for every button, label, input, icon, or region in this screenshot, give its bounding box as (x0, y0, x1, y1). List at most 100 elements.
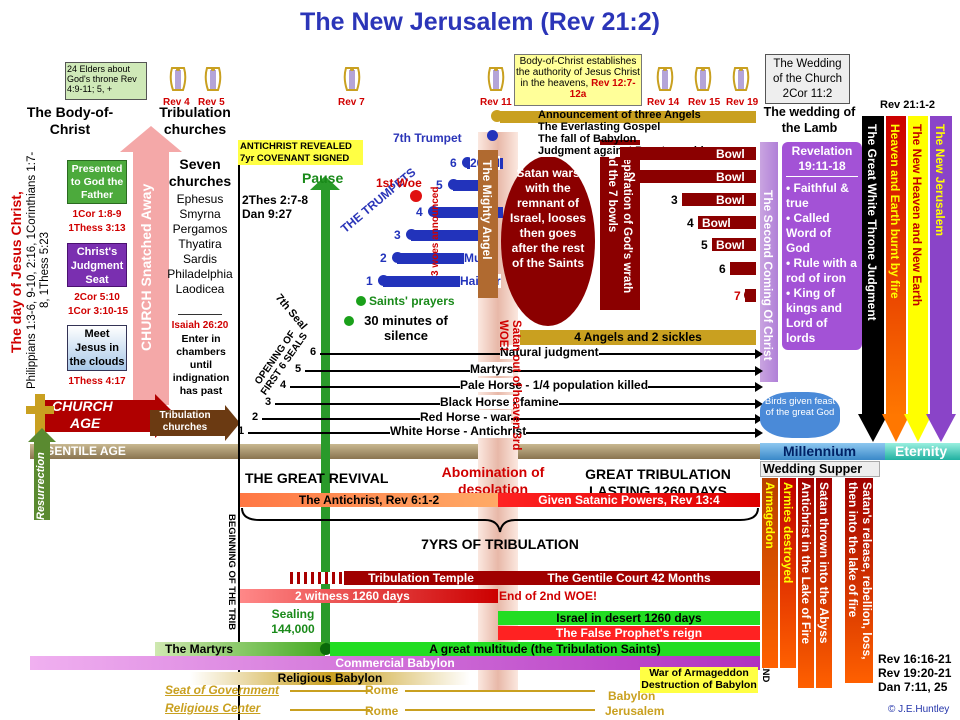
rev15-label: Rev 15 (688, 97, 721, 108)
copyright-label: © J.E.Huntley (888, 704, 950, 715)
new-jerusalem-label: The New Jerusalem (933, 124, 947, 237)
bowl-number: 1 (609, 147, 616, 161)
religious-center-label: Religious Center (165, 701, 261, 715)
seal-number: 1 (238, 425, 245, 437)
elders-box: 24 Elders about God's throne Rev 4:9-11;… (65, 62, 147, 100)
thirty-minutes-label: 30 minutes of silence (364, 313, 448, 343)
day-of-jesus-label: The day of Jesus Christ, (8, 191, 24, 354)
cross-icon (35, 394, 45, 439)
body-authority-ref: Rev 12:7-12a (569, 78, 636, 100)
trumpet-7-dot (487, 130, 498, 141)
heaven-burnt-label: Heaven and Earth burnt by fire (888, 124, 902, 299)
rev14-label: Rev 14 (647, 97, 680, 108)
bowl-bar (698, 216, 756, 229)
seat-gov-label: Seat of Government (165, 683, 280, 697)
new-heaven-column (908, 116, 928, 416)
false-prophet-bar: The False Prophet's reign (498, 626, 760, 640)
revelation-title: Revelation 19:11-18 (786, 144, 858, 177)
destruction-babylon-label: Destruction of Babylon (641, 679, 757, 691)
birds-cloud: Birds given feast of the great God (760, 392, 840, 438)
church-age-arrow (45, 400, 155, 432)
eternity-band (885, 443, 960, 460)
revelation-item-4: • King of kings and Lord of lords (786, 286, 843, 345)
bowl-number: 3 (671, 193, 678, 207)
new-jerusalem-arrowhead (926, 414, 956, 442)
revelation-box: Revelation 19:11-18 • Faithful & true • … (782, 142, 862, 350)
bowl-bar (640, 170, 756, 183)
revelation-item-2: • Called Word of God (786, 211, 832, 255)
dan-ref: Dan 9:27 (242, 207, 293, 221)
trumpet-bar (433, 207, 503, 218)
meet-jesus-box: Meet Jesus in the clouds (67, 325, 127, 371)
body-of-christ-title: The Body-of-Christ (26, 104, 114, 137)
millennium-label: Millennium (783, 443, 857, 459)
trumpet-bar (397, 253, 497, 264)
trumpet-bar (453, 180, 493, 191)
lower-column-label: Antichrist in the Lake of Fire (799, 482, 813, 645)
body-authority-text: Body-of-Christ establishes the authority… (516, 56, 640, 89)
church-snatched-arrowhead (120, 126, 182, 152)
new-heaven-label: The New Heaven and New Earth (910, 124, 924, 307)
trumpet-label: Mu (464, 251, 482, 265)
bowl-number: 6 (719, 262, 726, 276)
religious-babylon-bar: Religious Babylon (190, 672, 470, 685)
trumpet-number: 3 (394, 228, 401, 242)
seal-number: 6 (310, 346, 317, 358)
announcement-1: Announcement of three Angels (538, 109, 701, 121)
revelation-item-1: • Faithful & true (786, 181, 849, 210)
church-name: Laodicea (175, 282, 225, 296)
church-name: Smyrna (179, 207, 221, 221)
second-coming-column (760, 142, 778, 382)
eternity-label: Eternity (895, 443, 948, 459)
pause-arrowhead (310, 176, 340, 190)
church-name: Thyatira (178, 237, 222, 251)
isaiah-ref: Isaiah 26:20 (171, 320, 229, 331)
gentile-court-bar: The Gentile Court 42 Months (498, 571, 760, 585)
lower-column (845, 478, 873, 683)
seven-yrs-brace (241, 507, 759, 533)
rev7-label: Rev 7 (338, 97, 365, 108)
seal-label: Pale Horse - 1/4 population killed (460, 378, 649, 392)
heaven-burnt-column (886, 116, 906, 416)
harp-icon (203, 66, 223, 92)
great-revival-label: THE GREAT REVIVAL (245, 470, 389, 486)
city-label: Rome (365, 683, 399, 697)
satanic-powers-bar: Given Satanic Powers, Rev 13:4 (498, 493, 760, 507)
prayer-dot-1 (356, 296, 366, 306)
two-witness-bar: 2 witness 1260 days (240, 589, 498, 603)
resurrection-label: Resurrection (35, 452, 47, 520)
war-armageddon-box: War of Armageddon Destruction of Babylon (640, 667, 758, 693)
harp-icon (731, 66, 751, 92)
wedding-lamb-label: The wedding of the Lamb (763, 105, 856, 135)
bowl-7-dot (744, 289, 756, 301)
saints-prayers-label: Saints' prayers (369, 294, 455, 308)
wedding-supper-label: Wedding Supper (760, 461, 880, 477)
trib-churches-arrow (150, 410, 225, 436)
bowl-label: Bowl (716, 170, 745, 184)
body-authority-box: Body-of-Christ establishes the authority… (514, 54, 642, 106)
three-woes-label: 3 woes announced (430, 186, 441, 276)
seal-arrowhead (755, 414, 763, 424)
church-age-label-2: AGE (70, 415, 101, 431)
preparation-column (600, 140, 640, 310)
seal-number: 3 (265, 396, 272, 408)
bowl-number: 2 (629, 170, 636, 184)
gentile-age-band (30, 444, 760, 459)
antichrist-revealed-box: ANTICHRIST REVEALED 7yr COVENANT SIGNED (238, 140, 363, 165)
trumpet-bar (411, 230, 491, 241)
city-arrow-line (405, 709, 595, 711)
bowl-number: 4 (687, 216, 694, 230)
trib-churches-arrow-label: Tribulation churches (159, 410, 211, 433)
trib-churches-arrowhead (225, 405, 240, 441)
church-name: Sardis (182, 252, 217, 266)
trib-temple-bar: Tribulation Temple (344, 571, 498, 585)
bowl-label: Bowl (716, 147, 745, 161)
church-snatched-label: CHURCH Snatched Away (138, 183, 154, 352)
rev21-label: Rev 21:1-2 (880, 99, 936, 111)
seal-label: Natural judgment (500, 345, 599, 359)
judgment-ref-1: 2Cor 5:10 (74, 292, 120, 303)
lower-column (816, 478, 832, 688)
end-2nd-woe-label: End of 2nd WOE! (499, 589, 597, 603)
bowl-label: Bowl (702, 216, 731, 230)
